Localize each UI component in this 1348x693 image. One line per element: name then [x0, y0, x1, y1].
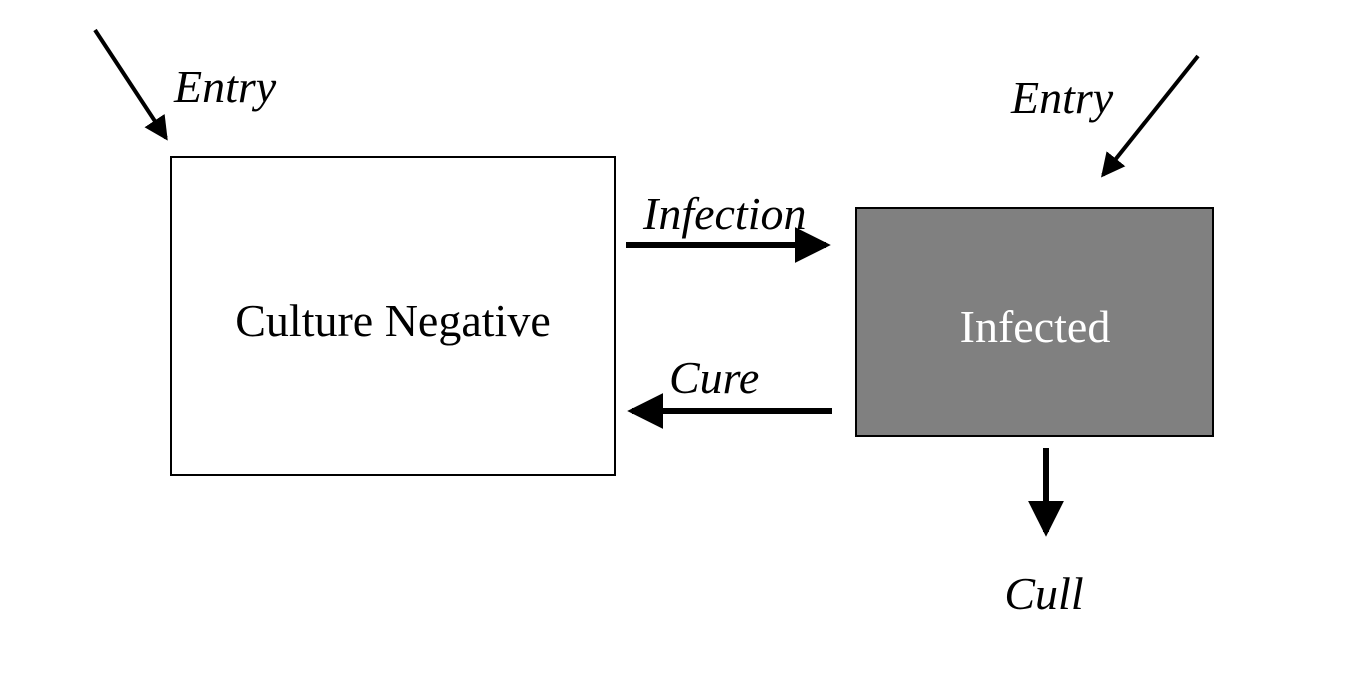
- infection-label: Infection: [642, 188, 807, 239]
- entry-left-edge: Entry: [93, 28, 277, 141]
- culture-negative-box: [170, 156, 616, 476]
- cure-edge: Cure: [627, 352, 832, 429]
- entry-left-label: Entry: [173, 61, 277, 112]
- culture-negative-label: Culture Negative: [235, 295, 551, 346]
- entry-right-arrow: [1101, 54, 1200, 178]
- entry-right-edge: Entry: [1010, 54, 1200, 178]
- cull-label: Cull: [1004, 568, 1083, 619]
- entry-left-arrow: [93, 28, 168, 141]
- infected-node: Infected: [855, 207, 1214, 437]
- culture-negative-node: Culture Negative: [170, 156, 616, 476]
- entry-right-label: Entry: [1010, 72, 1114, 123]
- cull-edge: Cull: [1004, 448, 1084, 619]
- infection-edge: Infection: [626, 188, 831, 263]
- infected-box: [855, 207, 1214, 437]
- cure-label: Cure: [669, 352, 759, 403]
- infected-label: Infected: [960, 301, 1111, 352]
